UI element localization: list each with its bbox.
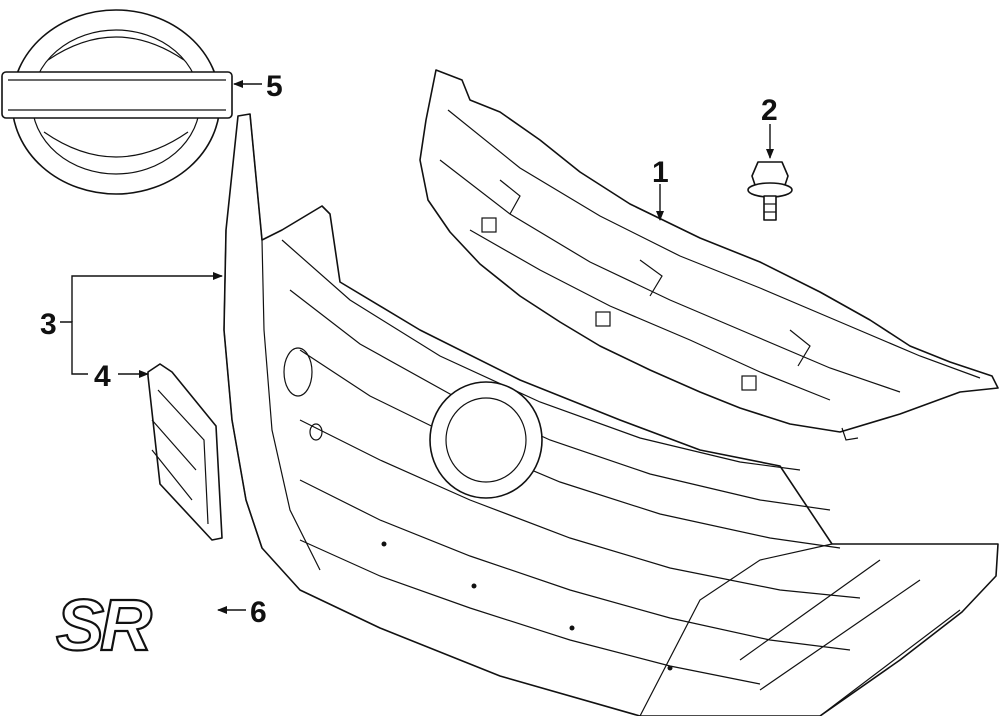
bolt [747,161,793,221]
callout-6: 6 [250,596,267,629]
callout-2: 2 [761,94,778,127]
grille-cover [147,363,223,541]
callout-1: 1 [652,156,669,189]
callout-3: 3 [40,308,57,341]
callout-5: 5 [266,70,283,103]
callout-4: 4 [94,360,111,393]
sr-emblem-text: SR [56,586,152,666]
sr-emblem: SR [55,585,157,667]
front-grille [223,113,999,716]
emblem-badge [1,9,233,195]
callout-leaders [60,80,774,614]
grille-support-bracket [419,69,999,441]
